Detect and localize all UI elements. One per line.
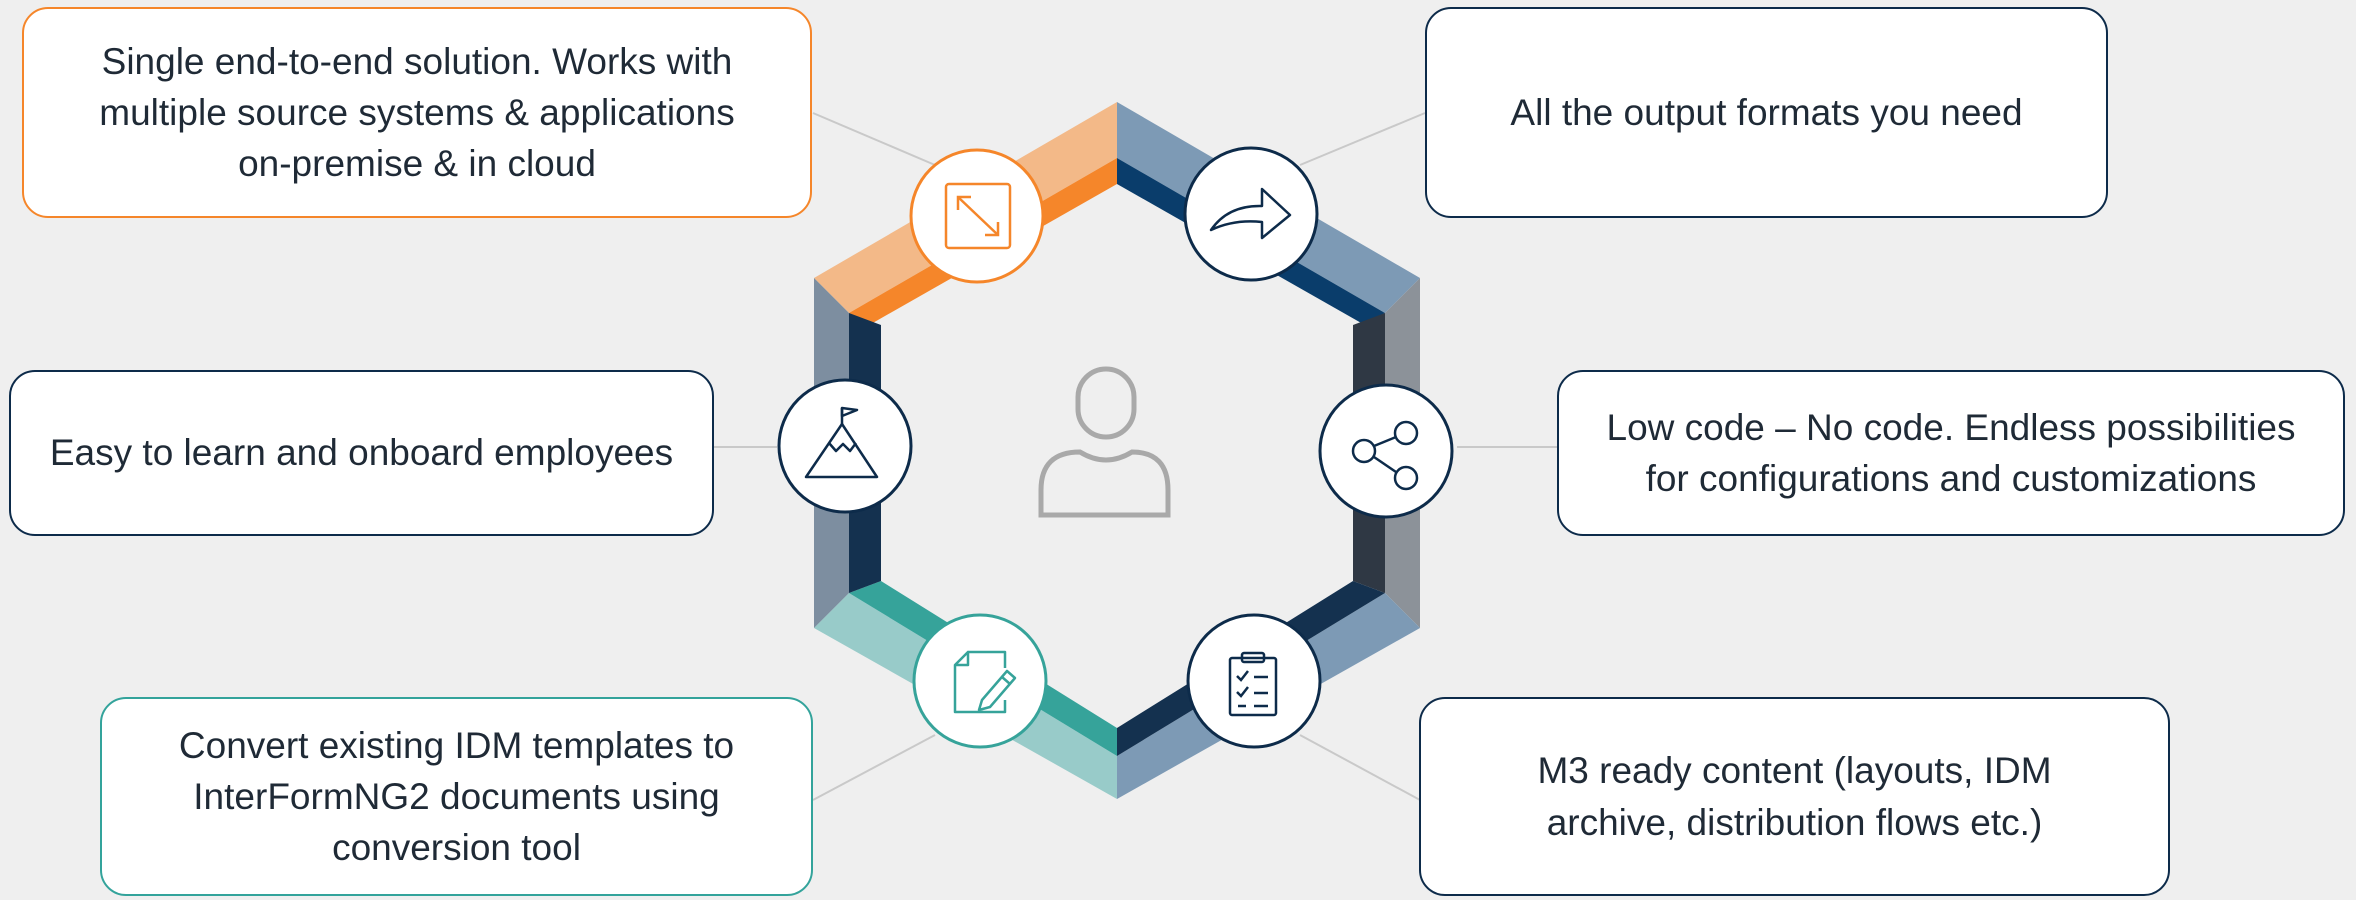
- connector-line: [1299, 112, 1426, 166]
- edit-document-icon-badge: [912, 613, 1048, 749]
- feature-text: Single end-to-end solution. Works with m…: [99, 40, 735, 185]
- forward-arrow-icon-badge: [1183, 146, 1319, 282]
- feature-text: All the output formats you need: [1510, 91, 2023, 133]
- clipboard-checklist-icon-badge: [1186, 613, 1322, 749]
- feature-text: Easy to learn and onboard employees: [49, 432, 674, 474]
- share-icon-badge: [1318, 383, 1454, 519]
- connector-lines: [713, 112, 1558, 801]
- forward-arrow-icon: [1209, 187, 1292, 240]
- feature-box-output-formats: All the output formats you need: [1425, 7, 2108, 218]
- connector-line: [1299, 734, 1421, 801]
- feature-text: M3 ready content (layouts, IDM archive, …: [1537, 750, 2052, 843]
- feature-box-low-code: Low code – No code. Endless possibilitie…: [1557, 370, 2345, 536]
- share-icon: [1351, 420, 1419, 491]
- clipboard-checklist-icon: [1228, 651, 1278, 717]
- edit-document-icon: [953, 650, 1017, 714]
- feature-box-m3-ready: M3 ready content (layouts, IDM archive, …: [1419, 697, 2170, 896]
- mountain-flag-icon: [804, 406, 879, 479]
- expand-arrows-icon: [944, 182, 1012, 250]
- expand-arrows-icon-badge: [909, 148, 1045, 284]
- connector-line: [812, 734, 936, 801]
- connector-line: [812, 112, 936, 166]
- feature-text: Convert existing IDM templates to InterF…: [178, 724, 735, 869]
- person-icon: [1038, 366, 1171, 518]
- mountain-flag-icon-badge: [777, 378, 913, 514]
- feature-box-easy-learn: Easy to learn and onboard employees: [9, 370, 714, 536]
- feature-text: Low code – No code. Endless possibilitie…: [1606, 406, 2296, 499]
- feature-box-conversion: Convert existing IDM templates to InterF…: [100, 697, 813, 896]
- feature-box-end-to-end: Single end-to-end solution. Works with m…: [22, 7, 812, 218]
